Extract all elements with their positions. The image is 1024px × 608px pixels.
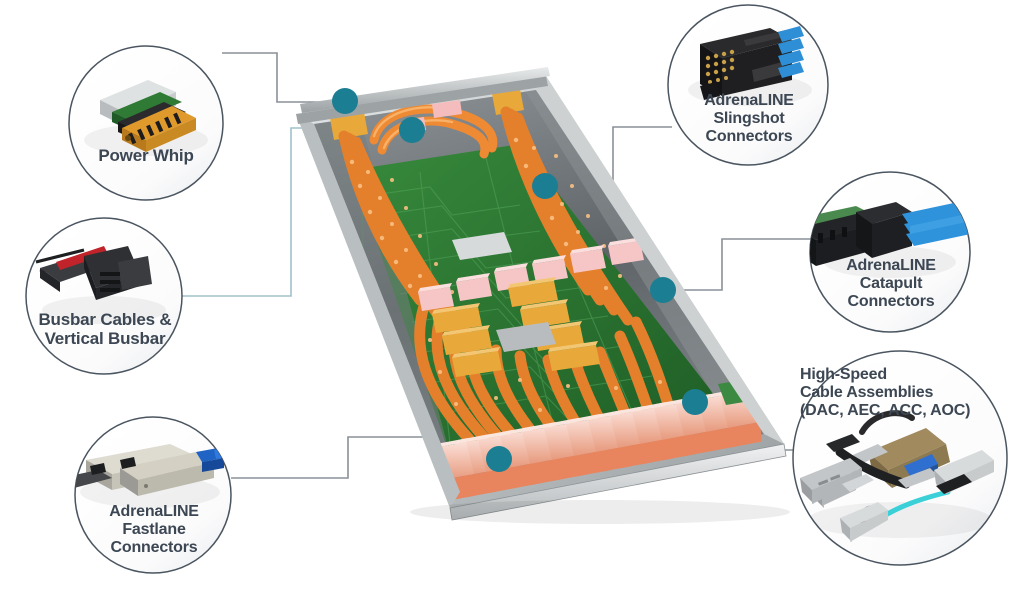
adrenaline-catapult-connector-photo (810, 200, 970, 278)
anchor-dot-cable-assemblies[interactable] (682, 389, 708, 415)
chassis-rear-rail-top (300, 67, 550, 113)
callout-fastlane[interactable] (60, 416, 232, 574)
callout-cable-assemblies[interactable] (792, 350, 1008, 566)
mid-yellow-blocks (432, 277, 600, 377)
anchor-dot-fastlane[interactable] (486, 446, 512, 472)
chassis-chip-plate-a (452, 232, 512, 260)
power-whip-connector-photo (84, 80, 208, 156)
callout-circles (25, 4, 1008, 574)
anchor-dot-catapult[interactable] (650, 277, 676, 303)
callout-power-whip[interactable] (68, 45, 224, 201)
chassis-front-wall-shadow (449, 443, 787, 521)
anchor-dots (332, 88, 708, 472)
callout-slingshot[interactable] (667, 4, 829, 166)
anchor-dot-slingshot[interactable] (532, 173, 558, 199)
chassis-left-gutter (314, 118, 460, 492)
chassis-rear-wall (296, 76, 548, 124)
anchor-dot-power-whip[interactable] (332, 88, 358, 114)
high-speed-cable-assemblies-photo (800, 410, 994, 542)
chassis-right-gutter (526, 90, 764, 434)
leader-fastlane (231, 436, 492, 479)
switch-chassis-3d-render (296, 67, 787, 521)
leader-catapult (674, 238, 812, 291)
callout-catapult[interactable] (798, 171, 980, 333)
callout-busbar[interactable] (25, 217, 183, 375)
chassis-right-wall (536, 76, 784, 444)
chassis-chip-plate-b (496, 322, 556, 352)
busbar-cable-photo (35, 246, 166, 324)
leader-power-whip (222, 52, 332, 103)
adrenaline-slingshot-connector-photo (688, 26, 812, 106)
chassis-shadow (410, 500, 790, 524)
chassis-left-wall (296, 114, 460, 508)
anchor-dot-busbar[interactable] (399, 117, 425, 143)
chassis-front-wall (450, 444, 786, 520)
busbar-inline-connector-a (432, 100, 462, 118)
